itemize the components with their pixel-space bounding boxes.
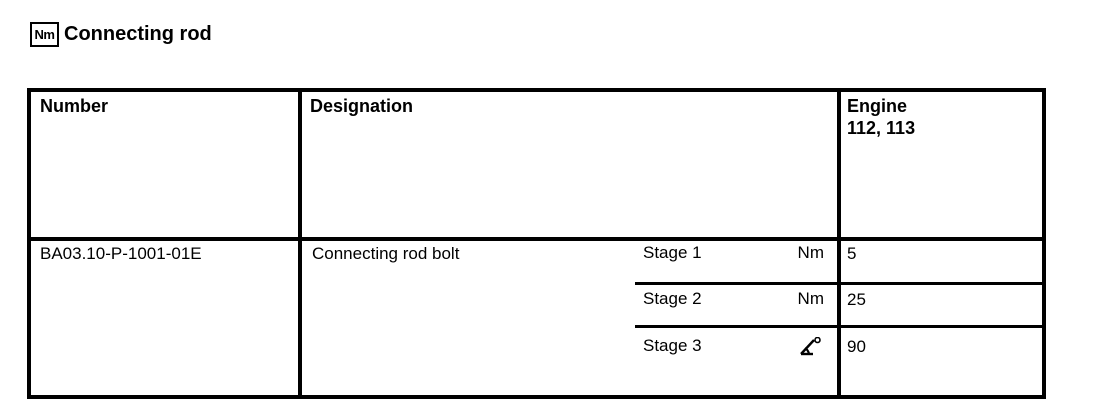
column-header-number: Number <box>40 96 109 116</box>
document-number: BA03.10-P-1001-01E <box>40 244 202 263</box>
engine-value-stage-2: 25 <box>847 290 866 309</box>
stage-row: Stage 1 Nm <box>643 243 824 263</box>
stage-label: Stage 2 <box>643 289 702 308</box>
header-row-divider <box>31 237 1042 241</box>
column-divider-designation-engine <box>837 92 841 395</box>
designation-value: Connecting rod bolt <box>312 244 460 263</box>
angle-degrees-icon <box>798 336 824 357</box>
stage-row-divider-2 <box>635 325 1042 328</box>
engine-header-models: 112, 113 <box>847 118 916 138</box>
column-header-engine: Engine 112, 113 <box>847 95 1027 139</box>
column-header-designation: Designation <box>310 96 414 116</box>
nm-unit-icon: Nm <box>30 22 59 47</box>
stage-row-divider-1 <box>635 282 1042 285</box>
stage-row: Stage 2 Nm <box>643 289 824 309</box>
engine-header-label: Engine <box>847 96 908 116</box>
stage-unit: Nm <box>797 243 824 262</box>
stage-label: Stage 3 <box>643 336 702 355</box>
engine-value-stage-1: 5 <box>847 244 857 263</box>
column-divider-number-designation <box>298 92 302 395</box>
stage-unit: Nm <box>797 289 824 308</box>
page-title: Connecting rod <box>64 23 212 45</box>
stage-row: Stage 3 <box>643 336 824 357</box>
section-title: Nm Connecting rod <box>30 22 212 47</box>
torque-spec-table: Number Designation Engine 112, 113 BA03.… <box>27 88 1046 399</box>
stage-label: Stage 1 <box>643 243 702 262</box>
engine-value-stage-3: 90 <box>847 337 866 356</box>
